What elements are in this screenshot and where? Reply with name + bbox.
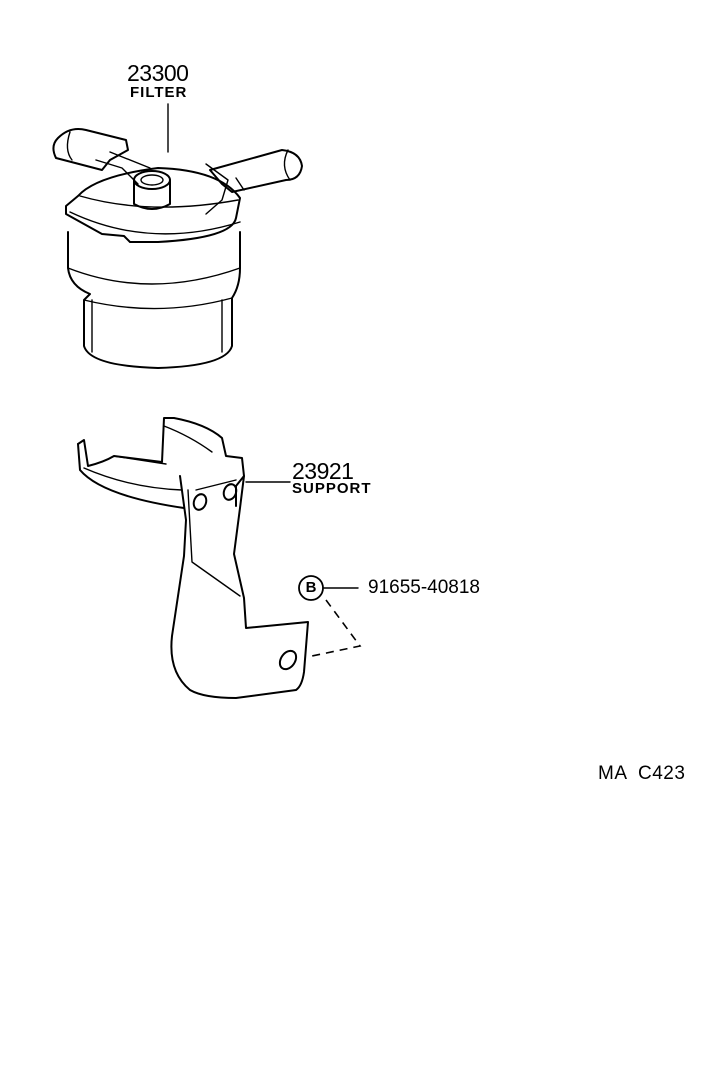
bolt-location-dashed-line: [311, 599, 362, 657]
support-bracket-illustration: [77, 417, 309, 699]
bolt-badge-icon: [298, 575, 324, 601]
fuel-filter-illustration: [52, 128, 303, 369]
bolt-badge-letter: B: [305, 579, 317, 596]
support-part-number: 23921: [292, 458, 354, 484]
bolt-part-number: 91655-40818: [368, 577, 480, 598]
filter-part-number: 23300: [127, 60, 189, 86]
diagram-reference-code: MA C423: [598, 763, 686, 784]
support-part-name: SUPPORT: [292, 480, 372, 497]
filter-part-name: FILTER: [130, 84, 188, 101]
